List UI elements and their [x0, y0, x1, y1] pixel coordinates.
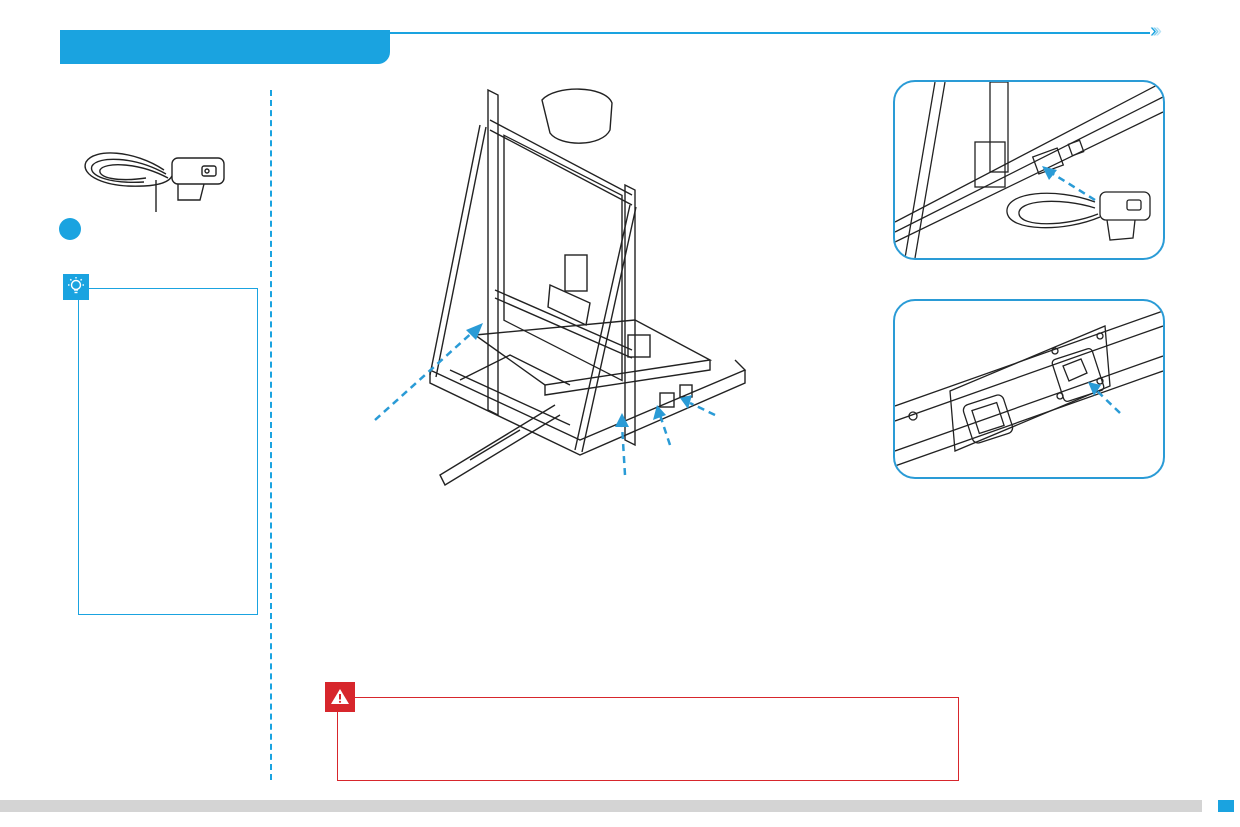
footer-bar: [0, 800, 1202, 812]
page-marker: [1218, 800, 1234, 812]
section-header-bar: [60, 30, 390, 64]
power-cable-image: [74, 140, 234, 215]
chevron-double-right-icon: ›››: [1150, 20, 1162, 42]
column-divider: [270, 90, 272, 780]
printer-illustration: [370, 85, 750, 495]
step-marker: [59, 218, 81, 240]
warning-triangle-icon: [325, 682, 355, 712]
inset-power-connection: [893, 80, 1165, 260]
inset-power-switch: [893, 299, 1165, 479]
tip-box: [78, 288, 258, 615]
warning-box: [337, 697, 959, 781]
lightbulb-icon: [63, 274, 89, 300]
header-rule: [390, 32, 1150, 34]
